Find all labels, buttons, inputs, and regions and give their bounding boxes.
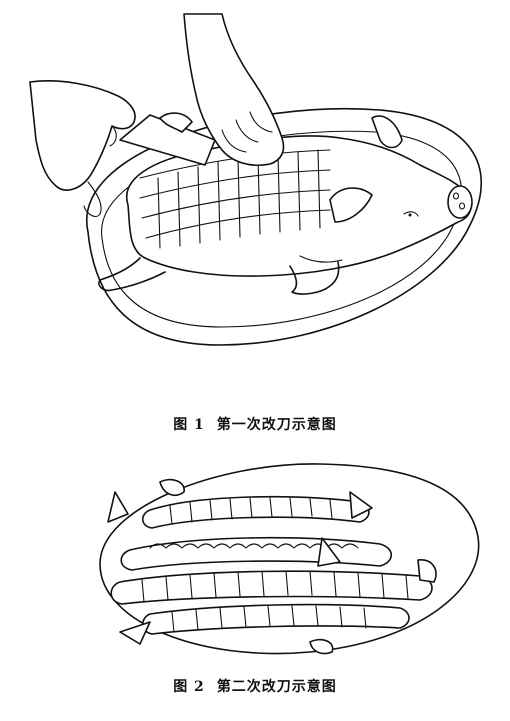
roast-pig [98,115,473,295]
pig-snout [447,185,473,219]
right-hand [183,13,285,166]
pig-hind-leg [289,261,340,295]
figure-1 [29,13,482,346]
pig-ear [329,187,373,223]
figure-2-illustration [99,463,480,655]
pig-rear-ear [371,115,403,149]
oval-platter-2 [99,463,480,655]
figure-1-title: 第一次改刀示意图 [216,417,337,433]
figure-2-caption: 图 2 第二次改刀示意图 [0,676,510,696]
pig-front-leg [98,257,166,292]
figure-2-label: 图 2 [173,679,205,695]
figure-2-title: 第二次改刀示意图 [216,679,337,695]
knife [119,112,216,166]
sliced-pork-rows [110,495,433,635]
figure-1-illustration [29,13,482,346]
pig-eye [403,211,419,217]
figure-1-caption: 图 1 第一次改刀示意图 [0,414,510,434]
figure-1-label: 图 1 [173,417,205,433]
figure-2 [0,452,510,670]
scored-skin-grid [139,149,331,249]
left-hand [29,80,136,217]
garnish-pieces [107,478,437,655]
